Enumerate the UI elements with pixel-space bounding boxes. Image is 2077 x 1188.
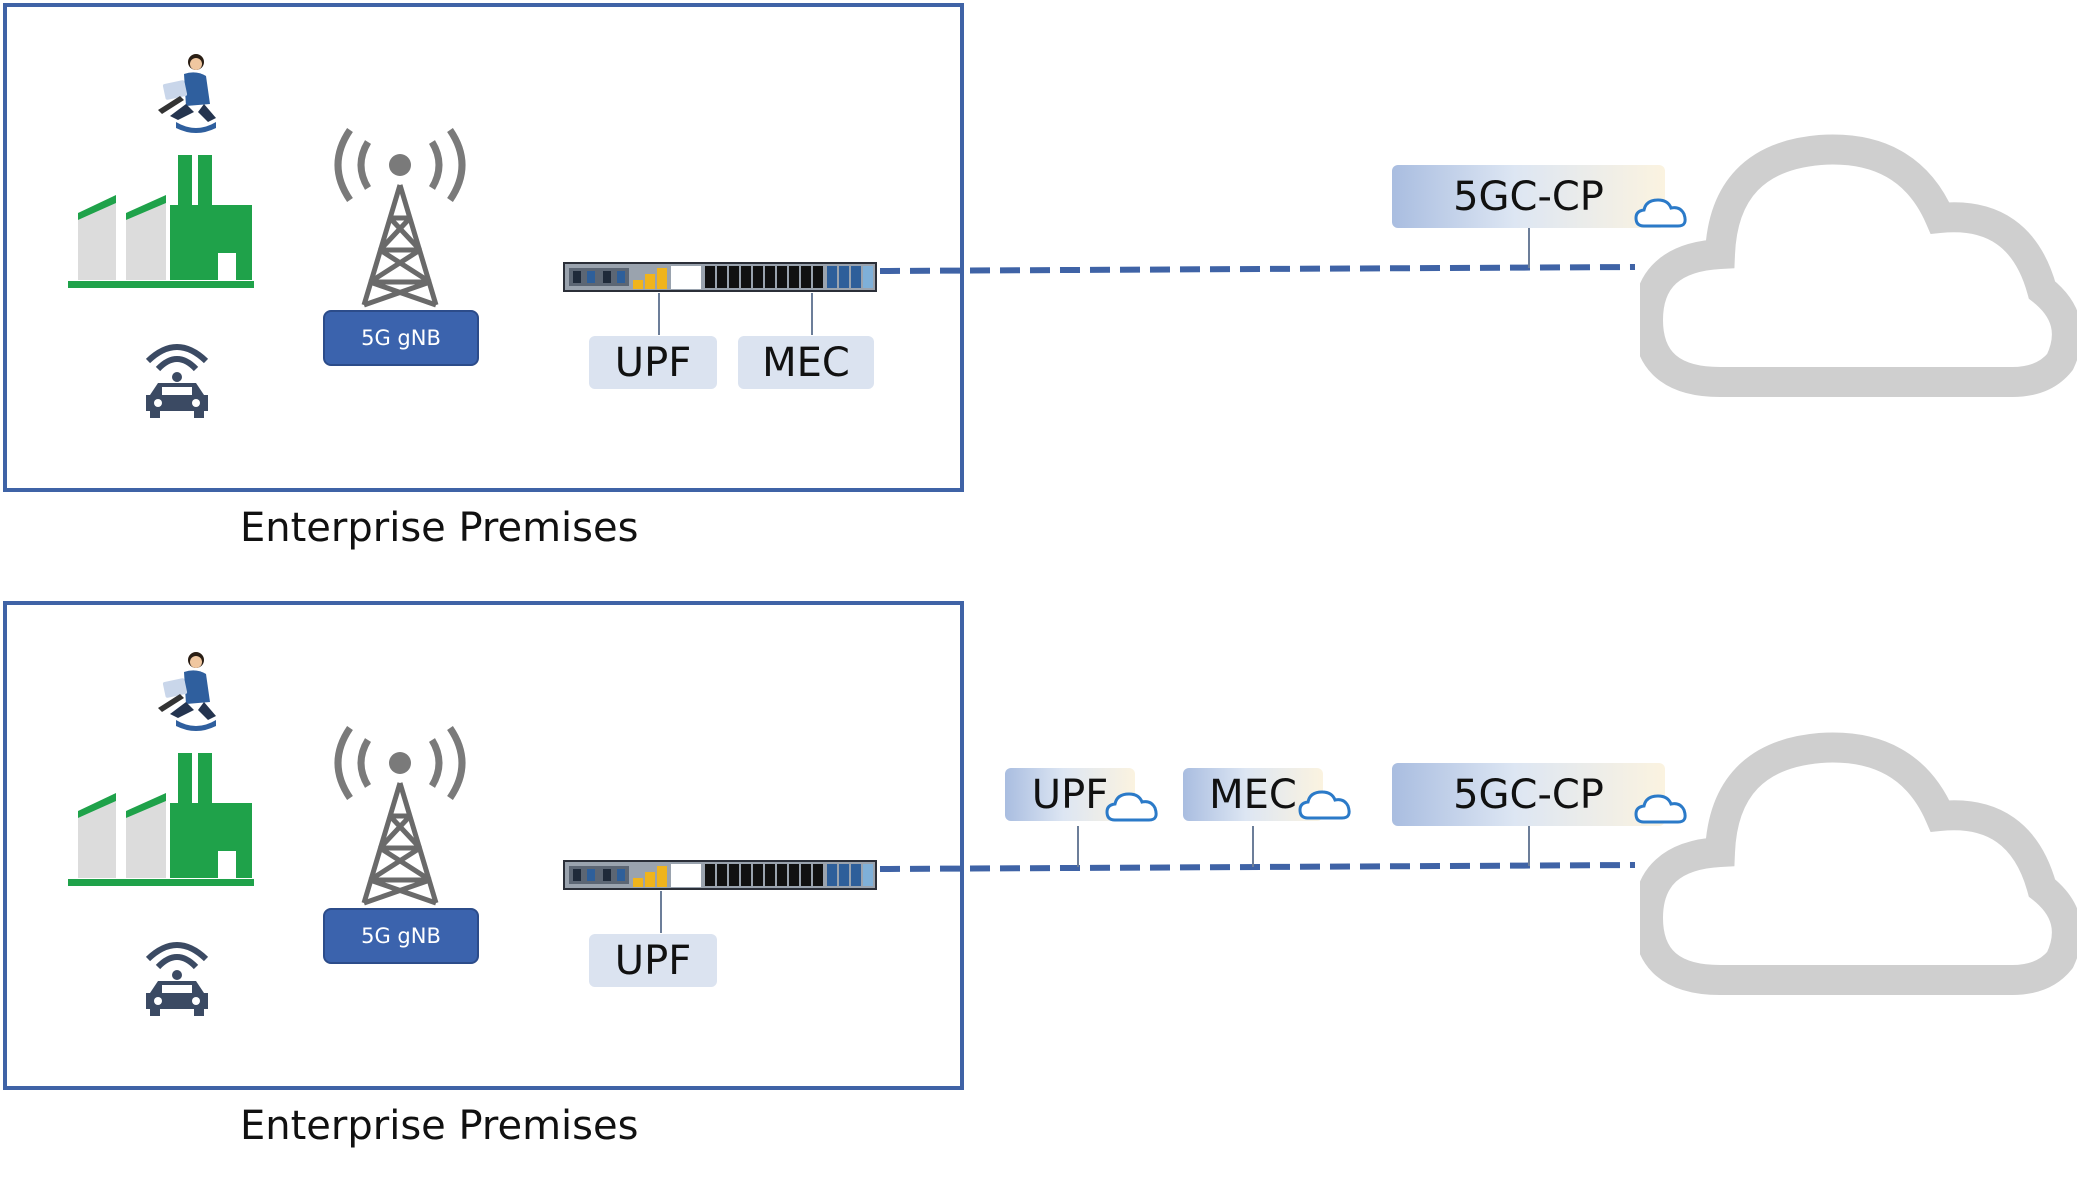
premises-label: Enterprise Premises (240, 1103, 639, 1149)
cloud-icon (1640, 134, 2077, 397)
factory-icon (68, 155, 254, 288)
5gc-cp-label: 5GC-CP (1392, 165, 1665, 228)
connected-car-icon (145, 942, 209, 1016)
backhaul-link (879, 264, 1636, 274)
connected-car-icon (145, 344, 209, 418)
mec-label: MEC (738, 336, 874, 389)
enterprise-premises-box (3, 3, 964, 492)
gnb-label: 5G gNB (323, 310, 479, 366)
small-cloud-icon (1105, 792, 1158, 822)
upf-label: UPF (589, 934, 717, 987)
cell-tower-icon (334, 726, 466, 906)
cell-tower-icon (334, 128, 466, 308)
backhaul-link (879, 862, 1636, 872)
diagram-panel-top: 5G gNB UPF MEC 5GC-C (0, 0, 2077, 590)
server-icon (563, 860, 877, 890)
5gc-cp-label: 5GC-CP (1392, 763, 1665, 826)
enterprise-premises-box (3, 601, 964, 1090)
person-laptop-icon (158, 652, 216, 731)
person-laptop-icon (158, 54, 216, 133)
upf-label: UPF (589, 336, 717, 389)
gnb-label: 5G gNB (323, 908, 479, 964)
cloud-icon (1640, 732, 2077, 995)
cloud-upf-label: UPF (1005, 768, 1135, 821)
small-cloud-icon (1634, 198, 1687, 228)
server-icon (563, 262, 877, 292)
factory-icon (68, 753, 254, 886)
small-cloud-icon (1634, 794, 1687, 824)
diagram-panel-bottom: 5G gNB UPF UPF (0, 598, 2077, 1188)
small-cloud-icon (1298, 790, 1351, 820)
link-layer (658, 228, 1636, 335)
link-layer (660, 826, 1636, 933)
premises-label: Enterprise Premises (240, 505, 639, 551)
